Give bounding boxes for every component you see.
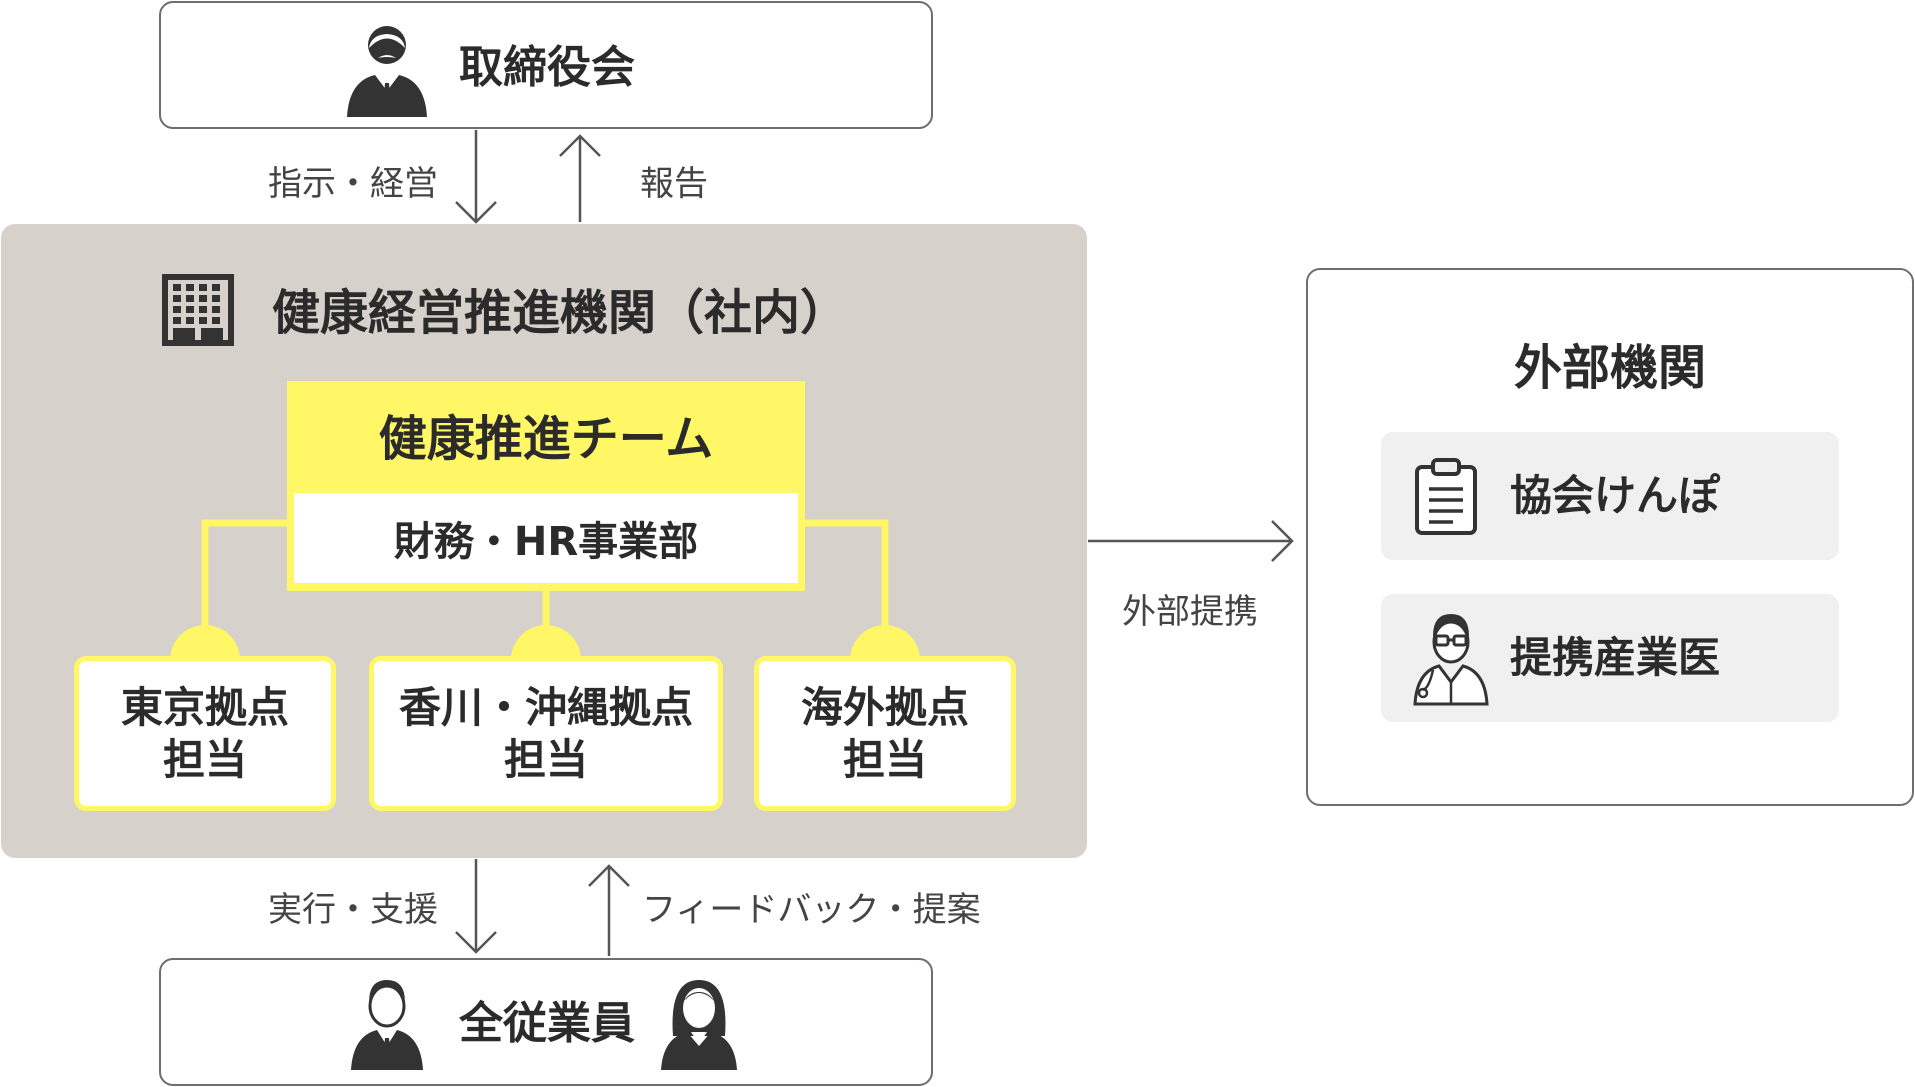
execution-arrow-head [455,931,497,954]
external-partnership-label: 外部提携 [1122,592,1258,632]
branch-kagawa-line1: 香川・沖縄拠点 [398,682,693,732]
branch-tab-overseas [850,625,920,660]
external-item-label: 提携産業医 [1510,633,1721,682]
female-employee-icon [661,980,737,1070]
doctor-icon [1413,614,1489,706]
branch-tokyo-line1: 東京拠点 [120,682,289,732]
staff-box [159,958,933,1086]
branch-overseas-line2: 担当 [842,734,927,784]
branch-tokyo: 東京拠点 担当 [74,656,336,811]
branch-kagawa-line2: 担当 [503,734,588,784]
executive-icon [347,26,427,117]
building-icon [162,274,234,346]
connector-tokyo [201,519,290,640]
department-label: 財務・HR事業部 [294,493,798,583]
staff-title: 全従業員 [459,998,635,1049]
board-title: 取締役会 [459,42,635,93]
external-item-label: 協会けんぽ [1510,471,1721,520]
branch-tab-tokyo [170,625,240,660]
branch-kagawa-okinawa: 香川・沖縄拠点 担当 [369,656,723,811]
direction-arrow-head [455,201,497,224]
org-title: 健康経営推進機関（社内） [272,285,849,341]
report-arrow-head [559,134,601,157]
branch-overseas: 海外拠点 担当 [754,656,1016,811]
clipboard-icon [1415,458,1477,535]
external-arrow-head [1271,520,1294,562]
team-title: 健康推進チーム [378,411,714,467]
branch-tab-kagawa [511,625,581,660]
direction-label: 指示・経営 [268,164,438,204]
branch-tokyo-line2: 担当 [162,734,247,784]
execution-label: 実行・支援 [268,890,438,930]
report-label: 報告 [640,164,708,204]
branch-overseas-line1: 海外拠点 [800,682,969,732]
connector-overseas [802,519,889,640]
feedback-arrow-head [588,864,630,887]
male-employee-icon [351,980,423,1070]
external-title: 外部機関 [1513,340,1706,396]
feedback-label: フィードバック・提案 [642,890,981,930]
board-box [159,1,933,129]
